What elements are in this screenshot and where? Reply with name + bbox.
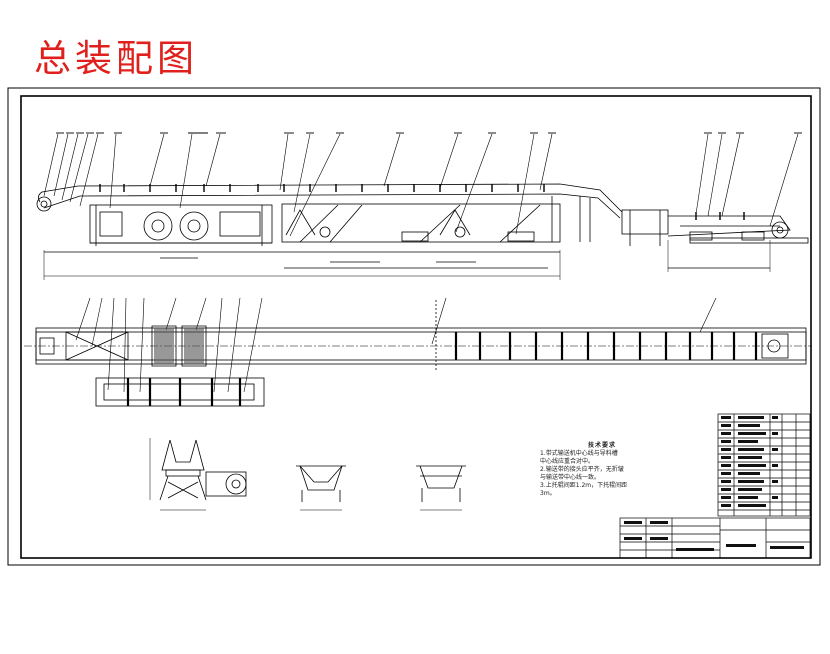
parts-list-entries — [624, 416, 804, 551]
plan-view — [24, 300, 812, 407]
notes-title: 技术要求 — [587, 442, 616, 449]
note-line: 与输送带中心线一致。 — [540, 474, 601, 481]
technical-notes: 技术要求 1.带式输送机中心线与导料槽 中心线应重合对中。 2.输送带的接头应平… — [540, 442, 650, 498]
plan-cross-members — [126, 332, 758, 406]
inner-border — [20, 95, 812, 559]
section-a-a — [149, 438, 247, 511]
carrying-idlers — [99, 184, 745, 220]
leader-lines-top — [43, 133, 799, 237]
drawing-title: 总装配图 — [34, 37, 198, 80]
plan-hatch-blocks — [154, 328, 204, 364]
section-c-c — [416, 465, 466, 511]
parts-list — [717, 413, 811, 517]
note-line: 3m。 — [540, 490, 556, 497]
note-line: 3.上托辊间距1.2m，下托辊间距 — [540, 482, 628, 489]
elevation-view — [36, 183, 809, 280]
note-line: 2.输送带的接头应平齐，无折皱 — [540, 466, 624, 473]
outer-border — [7, 87, 821, 566]
note-line: 中心线应重合对中。 — [540, 458, 595, 465]
title-block — [619, 517, 811, 559]
leader-lines-plan — [75, 297, 717, 393]
note-line: 1.带式输送机中心线与导料槽 — [540, 450, 618, 457]
section-b-b — [296, 465, 346, 511]
